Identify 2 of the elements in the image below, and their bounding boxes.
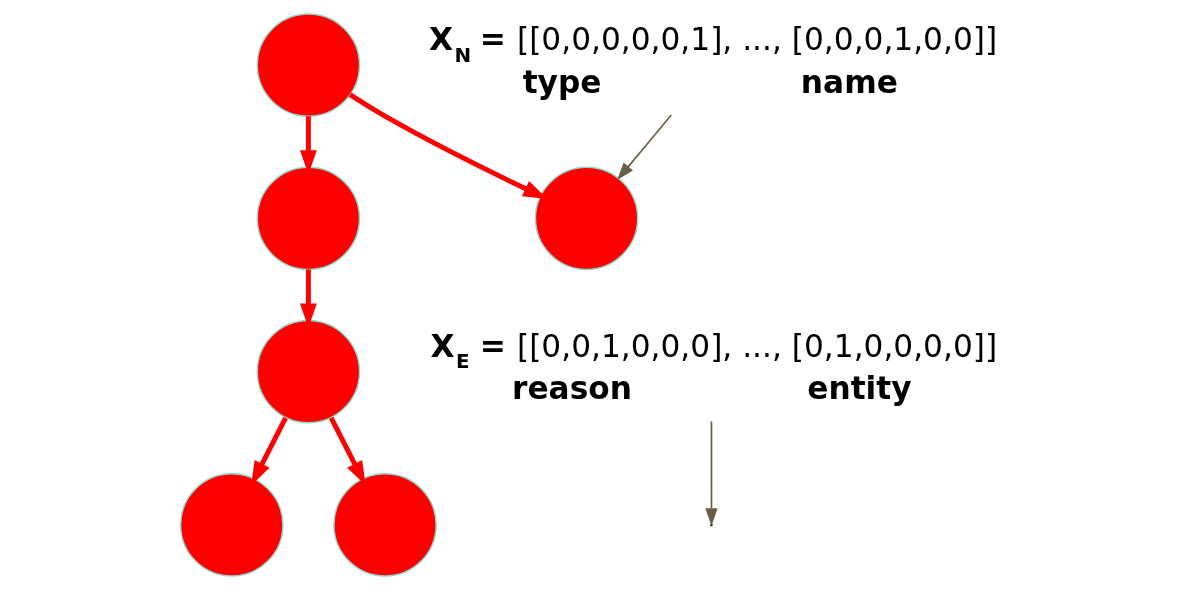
node-text: X$_{E}$ = [[0,0,1,0,0,0], ..., [0,1,0,0,0,0]] reason entity bbox=[430, 327, 998, 407]
node-text: X$_{N}$ = [[0,0,0,0,0,1], ..., [0,0,0,1,0,0]] type name bbox=[429, 21, 998, 100]
